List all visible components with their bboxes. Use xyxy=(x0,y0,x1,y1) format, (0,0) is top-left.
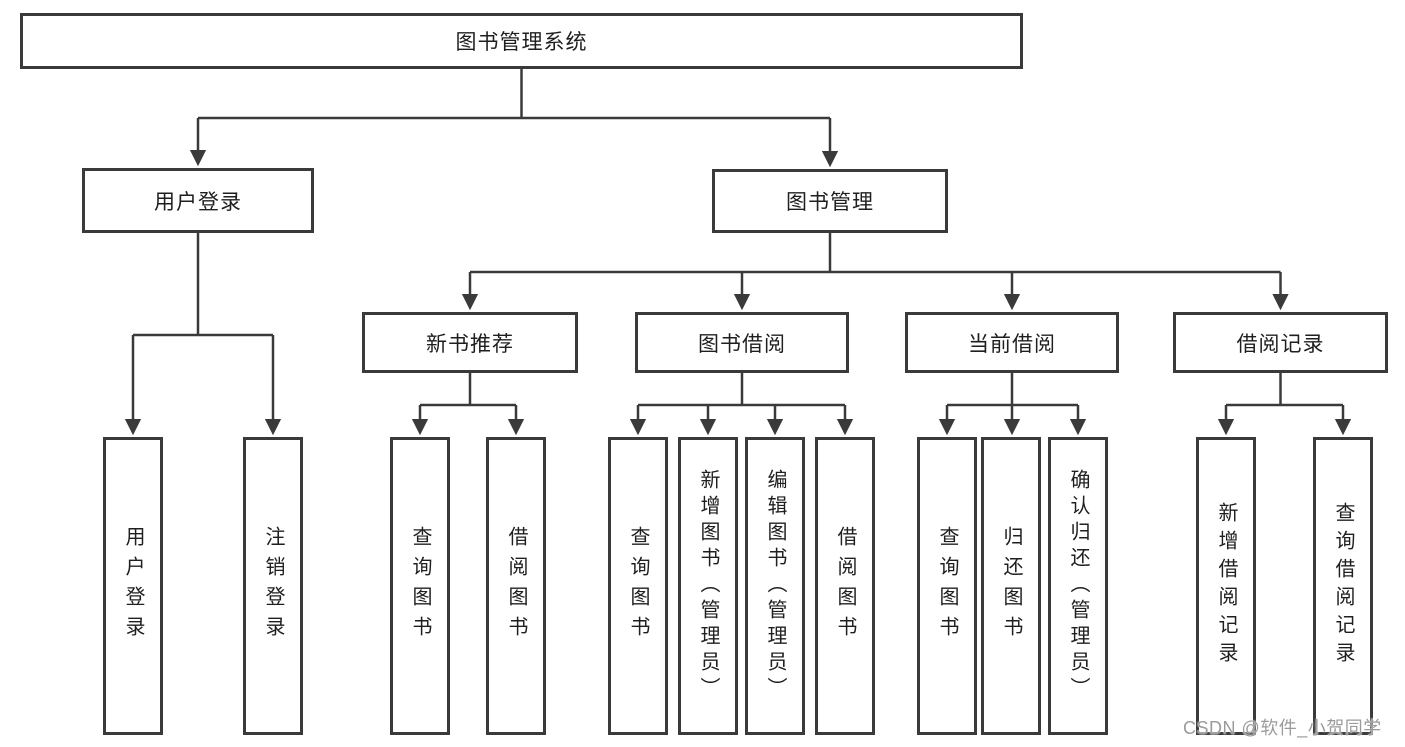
leaf-user-login: 用户登录 xyxy=(103,437,163,735)
node-book-management: 图书管理 xyxy=(712,169,948,233)
csdn-watermark: CSDN @软件_小贺同学 xyxy=(1183,718,1382,738)
leaf-borrow-edit-books-admin: 编辑图书（管理员） xyxy=(745,437,805,735)
leaf-newbook-borrow-books: 借阅图书 xyxy=(486,437,546,735)
node-user-login: 用户登录 xyxy=(82,168,314,233)
leaf-current-confirm-return-admin: 确认归还（管理员） xyxy=(1048,437,1108,735)
leaf-logout-login: 注销登录 xyxy=(243,437,303,735)
leaf-records-add-borrow-record: 新增借阅记录 xyxy=(1196,437,1256,735)
node-borrow-records: 借阅记录 xyxy=(1173,312,1388,373)
leaf-borrow-borrow-books: 借阅图书 xyxy=(815,437,875,735)
node-book-borrow: 图书借阅 xyxy=(635,312,849,373)
leaf-current-query-books: 查询图书 xyxy=(917,437,977,735)
node-new-book-recommend: 新书推荐 xyxy=(362,312,578,373)
leaf-newbook-query-books: 查询图书 xyxy=(390,437,450,735)
leaf-records-query-borrow-record: 查询借阅记录 xyxy=(1313,437,1373,735)
leaf-borrow-query-books: 查询图书 xyxy=(608,437,668,735)
node-system-root: 图书管理系统 xyxy=(20,13,1023,69)
leaf-current-return-books: 归还图书 xyxy=(981,437,1041,735)
leaf-borrow-add-books-admin: 新增图书（管理员） xyxy=(678,437,738,735)
node-current-borrow: 当前借阅 xyxy=(905,312,1119,373)
